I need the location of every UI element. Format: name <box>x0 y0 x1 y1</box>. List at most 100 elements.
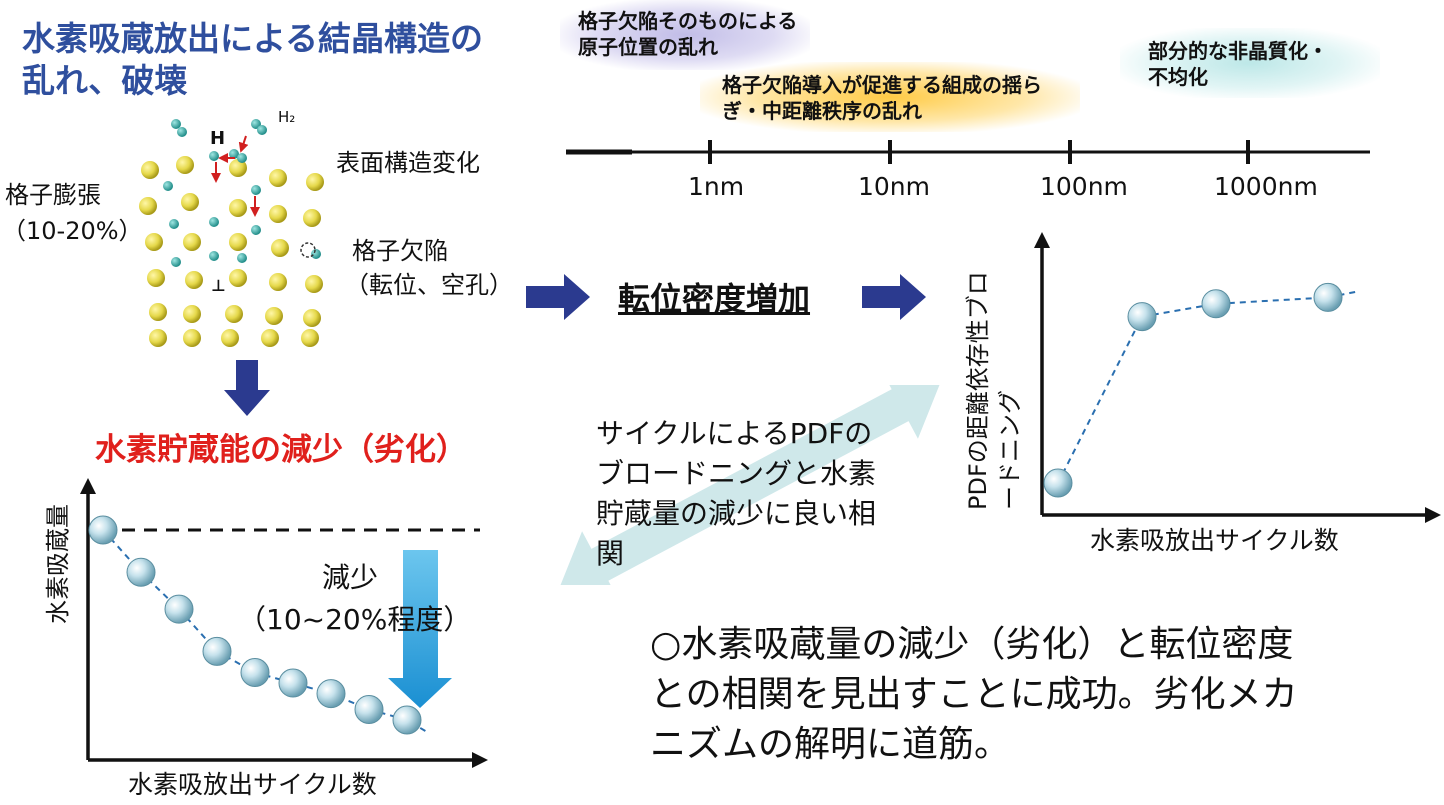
correlation-text: サイクルによるPDFのブロードニングと水素貯蔵量の減少に良い相関 <box>596 417 877 570</box>
metal-atom <box>303 209 321 227</box>
right-arrow <box>862 274 926 320</box>
hydrogen-atom <box>251 185 261 195</box>
metal-atom <box>269 273 287 291</box>
pdf-broadening-chart <box>1034 232 1441 523</box>
left-chart-xlabel: 水素吸放出サイクル数 <box>128 770 377 799</box>
metal-atom <box>139 197 157 215</box>
hydrogen-atom <box>171 119 181 129</box>
hydrogen-label: H <box>210 128 226 149</box>
data-point <box>164 594 194 624</box>
conclusion-text: ○水素吸蔵量の減少（劣化）と転位密度との相関を見出すことに成功。劣化メカニズムの… <box>650 624 1298 765</box>
data-point <box>126 557 156 587</box>
metal-atom <box>183 305 201 323</box>
surface-change-label: 表面構造変化 <box>336 149 480 177</box>
metal-atom <box>183 329 201 347</box>
data-point <box>354 694 384 724</box>
hydrogen-atom <box>169 219 179 229</box>
hydrogen-atom <box>209 251 219 261</box>
scale-tick-label: 1nm <box>688 172 745 201</box>
data-point <box>1043 468 1073 498</box>
h2-label: H₂ <box>278 108 296 126</box>
degradation-title: 水素貯蔵能の減少（劣化） <box>95 432 467 468</box>
metal-atom <box>229 269 247 287</box>
right-arrow <box>526 274 590 320</box>
down-arrow <box>224 360 270 416</box>
hydrogen-atom <box>171 257 181 267</box>
vacancy-marker <box>300 242 316 258</box>
data-point <box>316 679 346 709</box>
metal-atom <box>271 239 289 257</box>
hydrogen-atoms <box>163 119 321 267</box>
metal-atom <box>181 193 199 211</box>
dislocation-symbol: ⊥ <box>211 276 226 295</box>
data-point <box>392 705 422 735</box>
metal-atom <box>225 305 243 323</box>
data-point <box>240 658 270 687</box>
decrease-amount-label: （10~20%程度） <box>238 603 472 636</box>
page-title: 水素吸蔵放出による結晶構造の乱れ、破壊 <box>22 19 484 100</box>
data-point <box>88 515 118 545</box>
lattice-defect-label: 格子欠陥 <box>352 237 448 265</box>
hydrogen-atom <box>229 149 239 159</box>
metal-atom <box>301 329 319 347</box>
scale-annotation-2: 格子欠陥導入が促進する組成の揺らぎ・中距離秩序の乱れ <box>722 73 1042 123</box>
metal-atom <box>303 309 321 327</box>
scale-tick-label: 10nm <box>858 172 931 201</box>
hydrogen-capacity-chart <box>80 478 488 768</box>
decrease-arrow <box>388 550 452 708</box>
h-diffusion-arrow <box>238 135 249 153</box>
correlation-double-arrow <box>560 385 940 585</box>
metal-atom <box>185 271 203 289</box>
right-chart-ylabel: PDFの距離依存性ブロードニング <box>964 271 1024 510</box>
data-point <box>278 668 308 698</box>
hydrogen-atom <box>311 249 321 259</box>
metal-atom <box>221 329 239 347</box>
trend-line <box>1051 290 1359 494</box>
decrease-label: 減少 <box>322 561 379 594</box>
metal-atom <box>149 329 167 347</box>
hydrogen-atom <box>177 127 187 137</box>
annotation-glow-yellow <box>700 62 1080 132</box>
scale-tick-label: 1000nm <box>1214 172 1318 201</box>
crystal-lattice-illustration <box>139 119 324 347</box>
hydrogen-atom <box>163 181 173 191</box>
annotation-glow-purple <box>560 0 810 70</box>
metal-atom <box>269 205 287 223</box>
length-scale-axis <box>566 140 1370 164</box>
annotation-glow-cyan <box>1120 28 1380 98</box>
data-point <box>1313 282 1343 312</box>
lattice-expansion-pct: （10-20%） <box>2 217 143 245</box>
metal-atom <box>229 159 247 177</box>
lattice-expansion-label: 格子膨張 <box>5 181 101 209</box>
data-series <box>88 515 428 735</box>
metal-atom <box>269 169 287 187</box>
metal-atom <box>261 329 279 347</box>
hydrogen-atom <box>237 153 247 163</box>
metal-atom <box>306 173 324 191</box>
metal-atom <box>183 233 201 251</box>
metal-atom <box>141 161 159 179</box>
hydrogen-atom <box>237 253 247 263</box>
data-series <box>1043 282 1359 498</box>
left-chart-ylabel: 水素吸蔵量 <box>44 504 72 624</box>
metal-atom <box>229 233 247 251</box>
data-point <box>202 636 232 666</box>
hydrogen-atom <box>251 225 261 235</box>
defect-types-label: （転位、空孔） <box>345 271 513 299</box>
dislocation-density-increase: 転位密度増加 <box>618 280 811 318</box>
metal-atom <box>305 275 323 293</box>
hydrogen-atom <box>257 125 267 135</box>
metal-atom <box>229 199 247 217</box>
metal-atom <box>145 233 163 251</box>
metal-atom <box>149 303 167 321</box>
scale-annotation-1: 格子欠陥そのものによる原子位置の乱れ <box>578 9 798 59</box>
metal-atom <box>147 269 165 287</box>
data-point <box>1201 289 1231 319</box>
hydrogen-atom <box>209 151 219 161</box>
right-chart-xlabel: 水素吸放出サイクル数 <box>1090 526 1339 555</box>
scale-annotation-3: 部分的な非晶質化・不均化 <box>1148 39 1328 89</box>
metal-atoms <box>139 156 324 347</box>
data-point <box>1127 302 1157 332</box>
metal-atom <box>265 307 283 325</box>
scale-tick-label: 100nm <box>1040 172 1128 201</box>
